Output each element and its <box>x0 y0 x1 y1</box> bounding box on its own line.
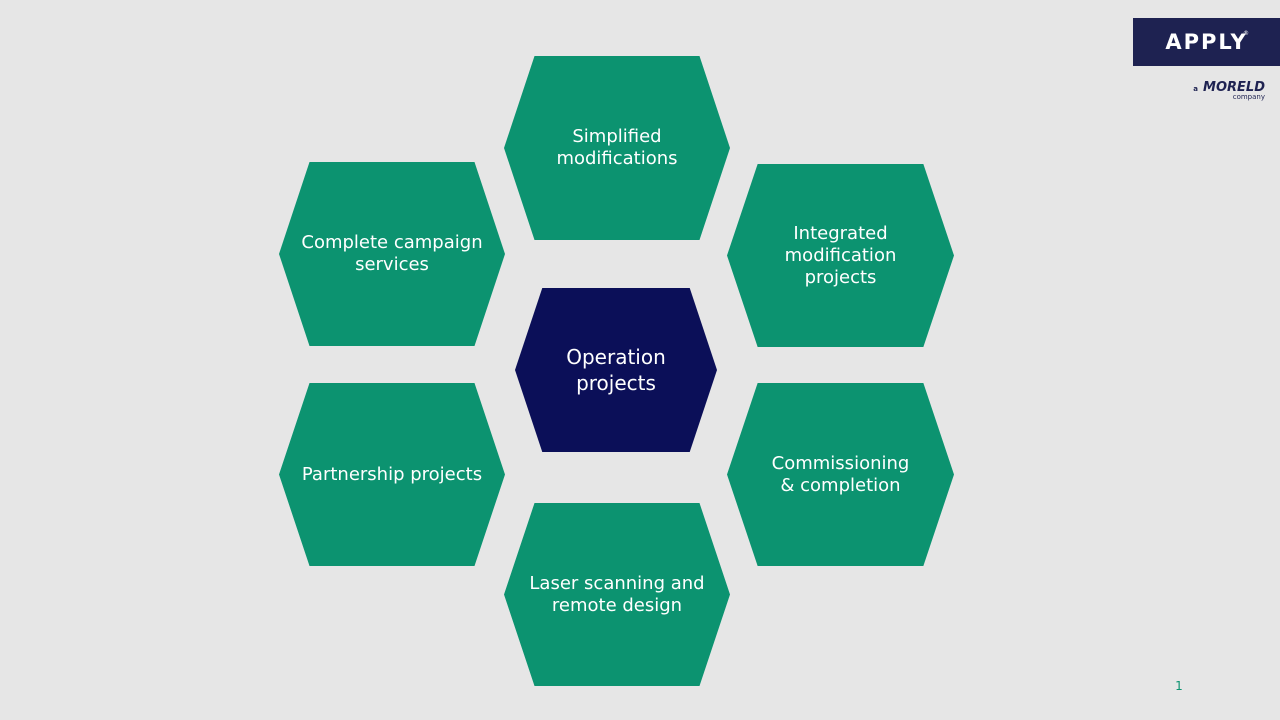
hex-label: Commissioning & completion <box>771 452 910 496</box>
moreld-logo: a MORELD company <box>1165 76 1265 101</box>
hex-commissioning-completion: Commissioning & completion <box>727 383 954 566</box>
page-number: 1 <box>1175 679 1183 693</box>
hex-label: Operation projects <box>566 345 666 395</box>
sub-logo-brand: MORELD <box>1203 80 1265 95</box>
hex-label: Partnership projects <box>301 463 483 485</box>
hex-label: Integrated modification projects <box>784 222 897 288</box>
hex-simplified-modifications: Simplified modifications <box>504 56 730 240</box>
hex-label: Simplified modifications <box>556 126 678 169</box>
hex-operation-projects: Operation projects <box>515 288 717 452</box>
hex-laser-scanning-remote-design: Laser scanning and remote design <box>504 503 730 686</box>
hex-complete-campaign-services: Complete campaign services <box>279 162 505 346</box>
hex-integrated-modification-projects: Integrated modification projects <box>727 164 954 347</box>
registered-mark: ® <box>1243 30 1249 37</box>
logo-text: APPLY <box>1165 30 1248 54</box>
hex-label: Complete campaign services <box>301 232 483 275</box>
hex-partnership-projects: Partnership projects <box>279 383 505 566</box>
hex-label: Laser scanning and remote design <box>529 572 705 616</box>
sub-logo-suffix: company <box>1232 93 1265 101</box>
sub-logo-prefix: a <box>1193 85 1198 93</box>
apply-logo: APPLY ® <box>1133 18 1280 66</box>
